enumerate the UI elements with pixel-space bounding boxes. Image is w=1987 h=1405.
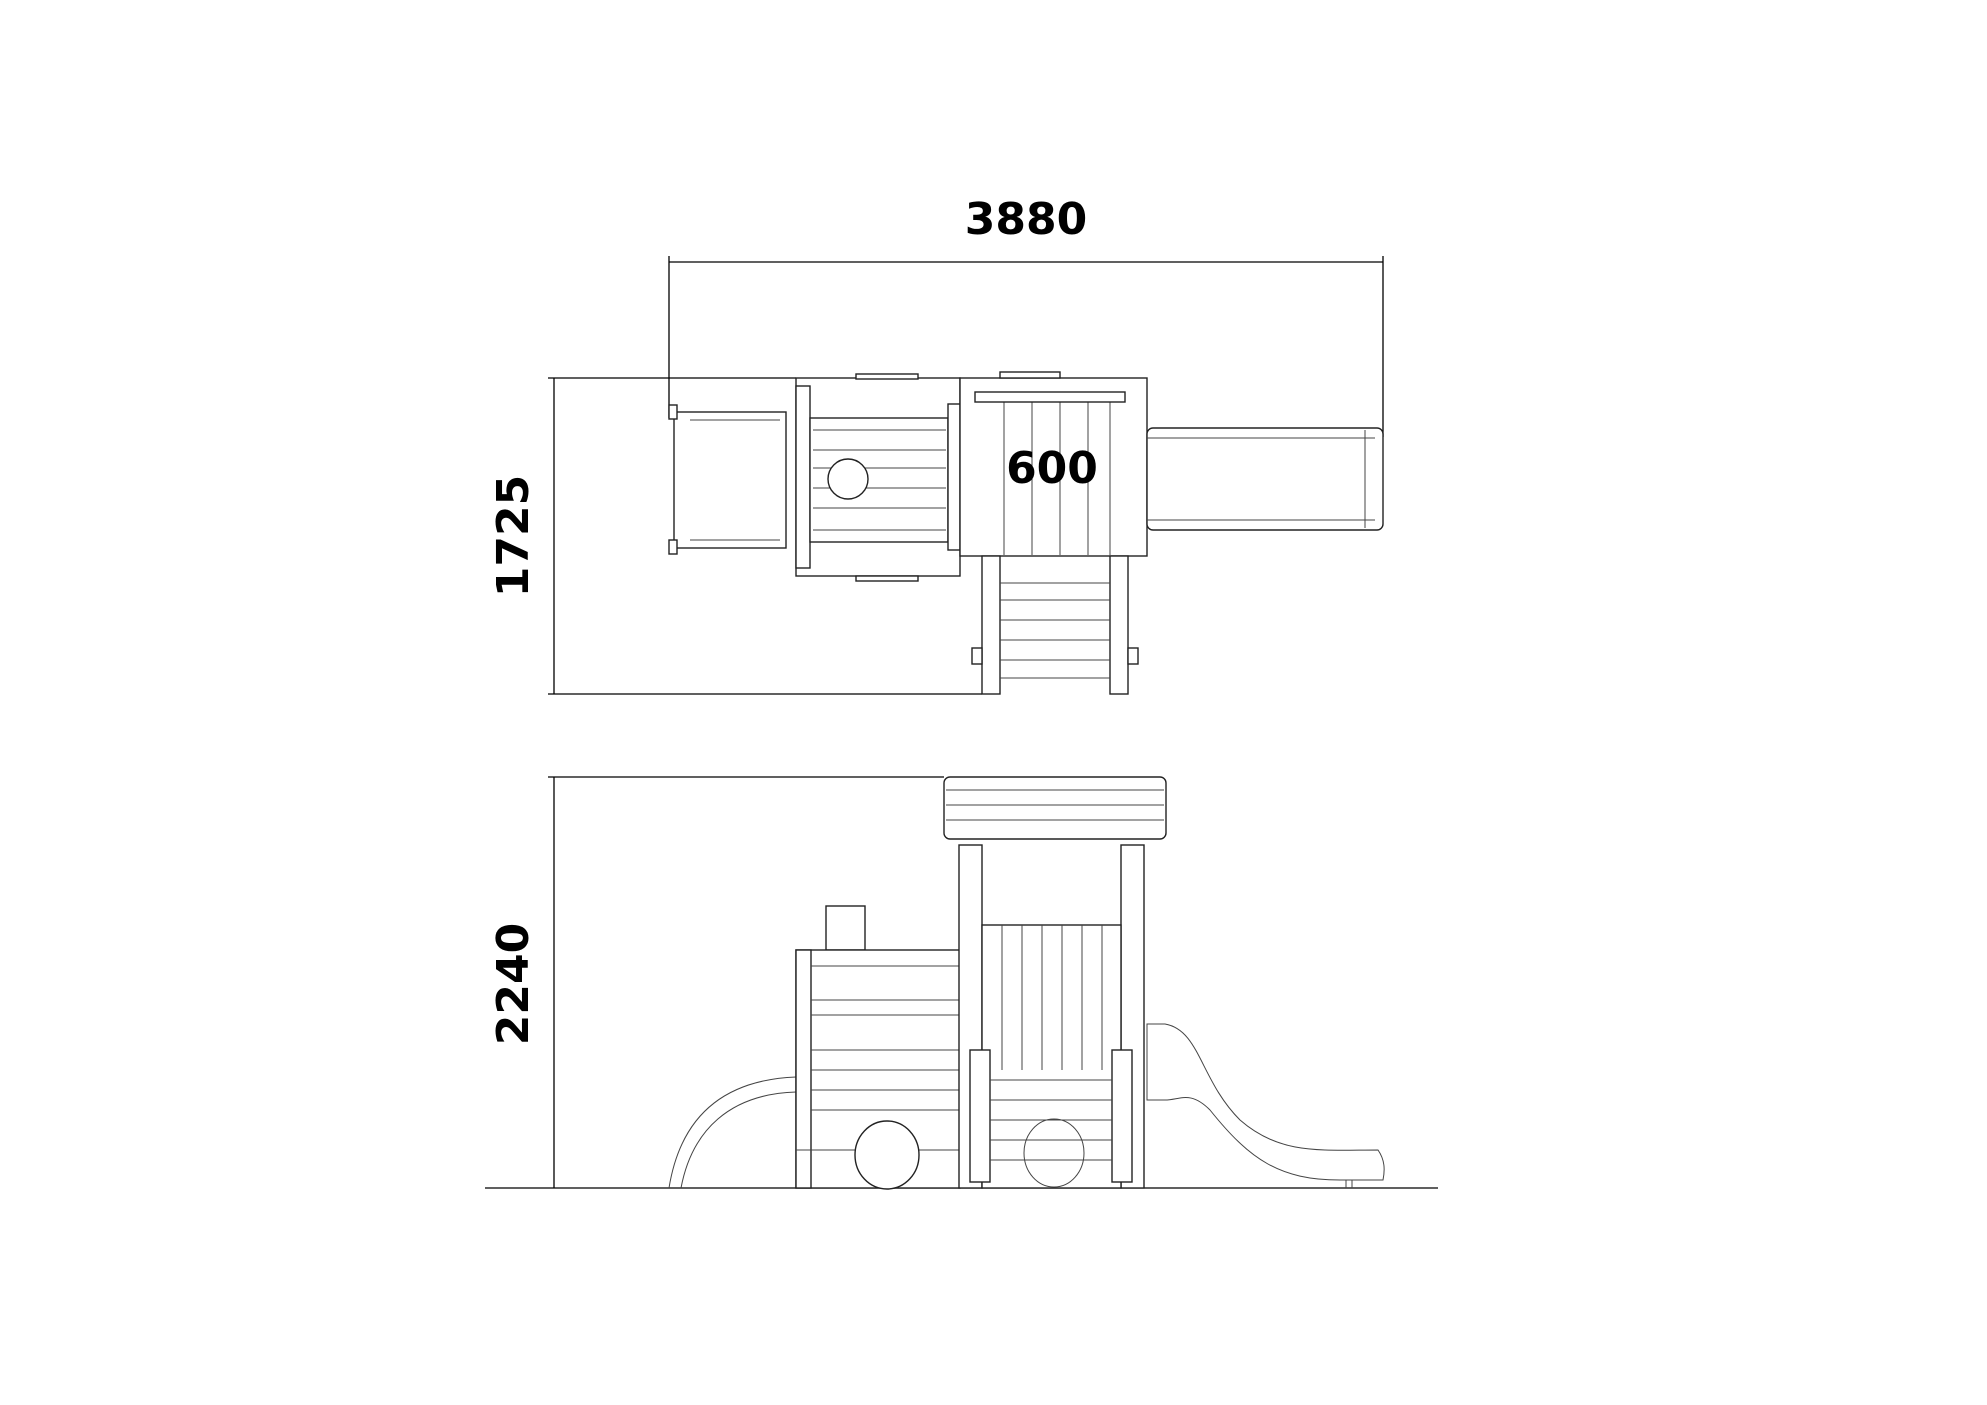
wheel <box>1023 1118 1085 1188</box>
depth-dimension-label: 1725 <box>488 475 539 597</box>
steps-top <box>971 555 1139 695</box>
right-slide-side <box>1146 1023 1385 1188</box>
height-dimension-label: 2240 <box>488 923 539 1045</box>
height-dimension: 2240 <box>488 776 944 1188</box>
top-view: 3880 1725 <box>488 194 1384 695</box>
cab-side <box>795 905 961 1190</box>
cab-top <box>795 373 961 582</box>
roof <box>943 776 1167 840</box>
right-slide-top <box>1146 427 1384 531</box>
wheel <box>854 1120 920 1190</box>
chimney <box>825 905 866 951</box>
tower-top: 600 <box>959 371 1148 557</box>
width-dimension-label: 3880 <box>965 194 1087 245</box>
side-view: 2240 <box>485 776 1438 1190</box>
width-dimension: 3880 <box>668 194 1384 437</box>
platform-height-label: 600 <box>1006 443 1098 494</box>
chimney-top <box>827 458 869 500</box>
tower-side <box>943 776 1167 1189</box>
depth-dimension: 1725 <box>488 377 982 695</box>
left-slide-top <box>668 404 787 555</box>
